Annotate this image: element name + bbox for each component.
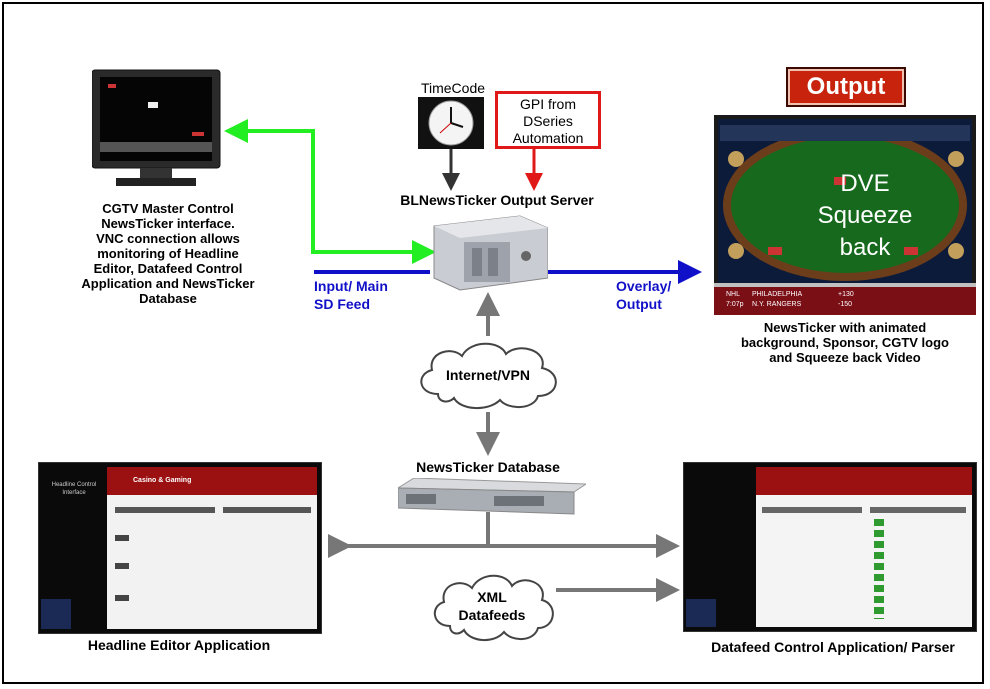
master-control-monitor xyxy=(92,69,221,186)
ticker-odds: -150 xyxy=(838,301,853,308)
datafeed-status-column xyxy=(874,519,884,619)
gpi-line: GPI from xyxy=(519,96,576,112)
ticker-league: NHL xyxy=(726,291,741,298)
monitor-caption-line: NewsTicker interface. xyxy=(101,216,235,231)
clock-icon xyxy=(418,97,484,149)
headline-row xyxy=(115,563,129,569)
monitor-caption-line: monitoring of Headline xyxy=(97,246,239,261)
datafeed-content xyxy=(756,495,972,627)
overlay-label: Overlay/ Output xyxy=(616,277,671,313)
headline-content xyxy=(107,495,317,629)
dve-line: Squeeze back xyxy=(817,202,913,261)
headline-row xyxy=(115,595,129,601)
overlay-label-line: Output xyxy=(616,296,662,312)
headline-side-title-line: Interface xyxy=(62,490,86,496)
gpi-line: DSeries xyxy=(523,113,573,129)
output-badge: Output xyxy=(786,67,906,107)
overlay-label-line: Overlay/ xyxy=(616,278,672,294)
monitor-caption-line: VNC connection allows xyxy=(96,231,240,246)
monitor-caption-line: Application and NewsTicker xyxy=(81,276,255,291)
headline-caption: Headline Editor Application xyxy=(87,637,271,653)
cloud-xml-label: XML Datafeeds xyxy=(424,588,560,624)
input-label: Input/ Main SD Feed xyxy=(314,277,388,313)
dve-label: DVE Squeeze back xyxy=(795,168,935,264)
internet-vpn-cloud xyxy=(420,342,557,409)
ticker-team: PHILADELPHIA xyxy=(752,291,803,298)
datafeed-corner-logo xyxy=(686,599,716,627)
headline-row xyxy=(115,507,215,513)
xml-datafeeds-cloud xyxy=(434,574,554,641)
gpi-box: GPI from DSeries Automation xyxy=(495,91,601,149)
output-caption-line: NewsTicker with animated xyxy=(763,320,927,335)
dve-line: DVE xyxy=(840,170,890,197)
cloud-xml-line: Datafeeds xyxy=(458,607,526,623)
ticker-time: 7:07p xyxy=(726,301,744,308)
ticker-odds: +130 xyxy=(838,291,854,298)
headline-side-title: Headline Control Interface xyxy=(43,481,105,497)
cloud-xml-line: XML xyxy=(477,589,507,605)
datafeed-row xyxy=(870,507,966,513)
datafeed-banner xyxy=(756,467,972,495)
datafeed-caption: Datafeed Control Application/ Parser xyxy=(711,639,955,655)
headline-corner-logo xyxy=(41,599,71,629)
database-label: NewsTicker Database xyxy=(416,459,560,475)
vnc-green-arrow xyxy=(224,119,420,254)
headline-row xyxy=(223,507,311,513)
headline-row xyxy=(115,535,129,541)
headline-side-title-line: Headline Control xyxy=(51,482,97,488)
database-server-icon xyxy=(398,478,586,515)
output-server-icon xyxy=(433,215,548,291)
output-screen xyxy=(714,115,976,315)
cloud-vpn-label: Internet/VPN xyxy=(445,367,530,383)
headline-editor-screenshot: Headline Control Interface Casino & Gami… xyxy=(38,462,322,634)
monitor-caption-line: Database xyxy=(139,291,197,306)
output-caption: NewsTicker with animated background, Spo… xyxy=(714,320,976,365)
monitor-caption: CGTV Master Control NewsTicker interface… xyxy=(78,201,258,306)
gpi-line: Automation xyxy=(512,130,584,146)
datafeed-control-screenshot xyxy=(683,462,977,632)
monitor-caption-line: Editor, Datafeed Control xyxy=(93,261,243,276)
ticker-team: N.Y. RANGERS xyxy=(752,301,802,308)
headline-banner xyxy=(107,467,317,495)
ticker-bar: NHL PHILADELPHIA 7:07p N.Y. RANGERS +130… xyxy=(718,288,974,314)
output-caption-line: background, Sponsor, CGTV logo xyxy=(740,335,949,350)
output-caption-line: and Squeeze back Video xyxy=(769,350,921,365)
headline-logo: Casino & Gaming xyxy=(133,477,192,484)
monitor-caption-line: CGTV Master Control xyxy=(102,201,234,216)
input-label-line: Input/ Main xyxy=(314,278,388,294)
input-label-line: SD Feed xyxy=(314,296,371,312)
server-label: BLNewsTicker Output Server xyxy=(400,192,594,208)
datafeed-row xyxy=(762,507,862,513)
timecode-label: TimeCode xyxy=(420,80,486,96)
